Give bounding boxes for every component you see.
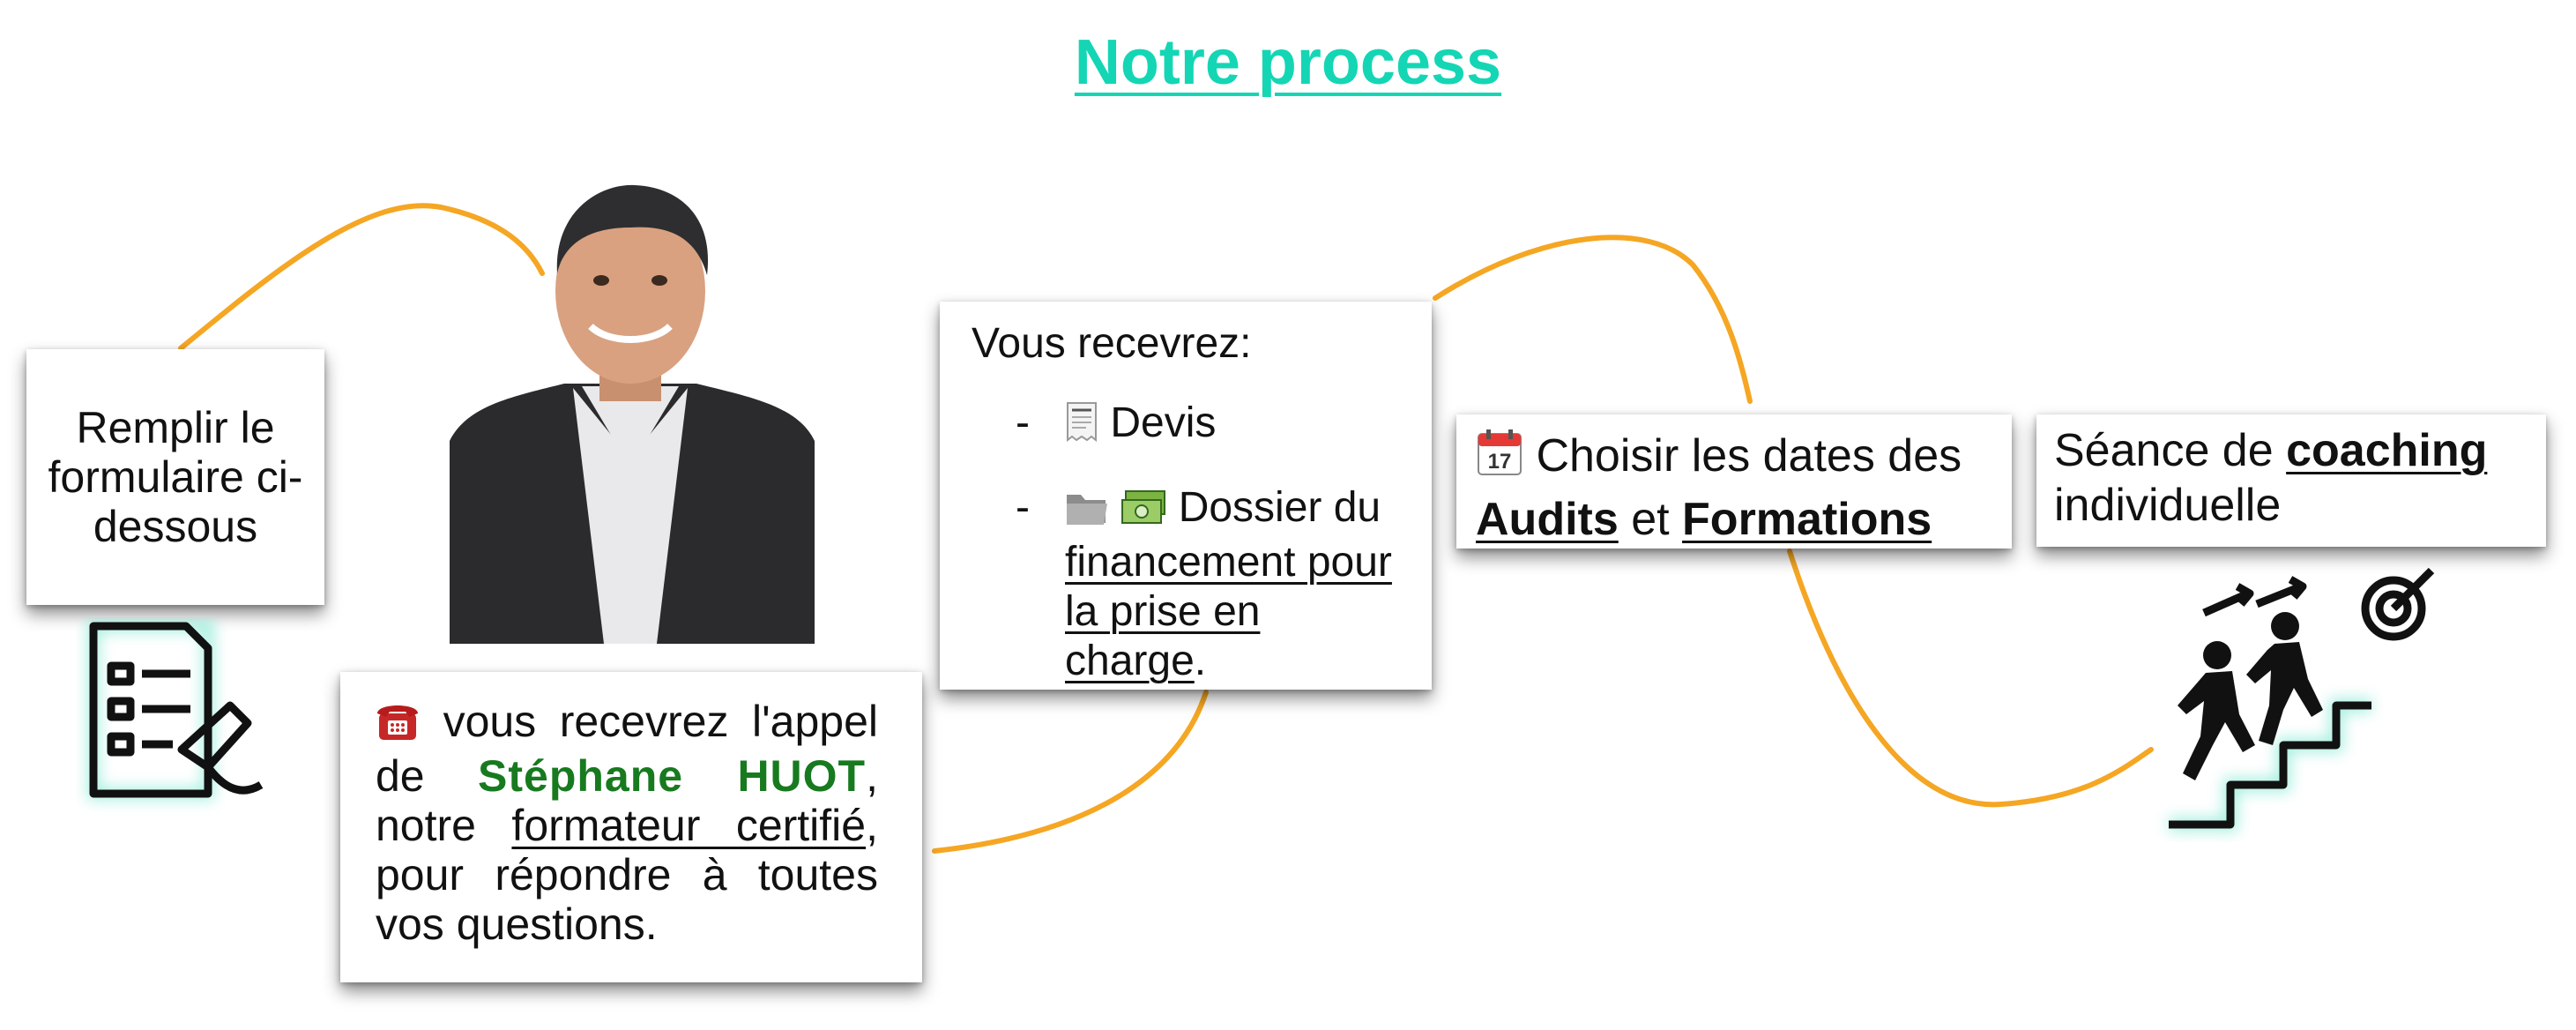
trainer-photo [450,176,815,644]
folder-icon [1065,489,1109,538]
telephone-icon [376,701,420,751]
call-text-comma: , [866,751,878,801]
curve-fill-to-photo [178,203,545,351]
coaching-end: individuelle [2054,480,2282,531]
trainer-name: Stéphane HUOT [478,751,867,801]
step-fill-form-text: Remplir le formulaire ci-dessous [48,403,303,551]
curve-dates-to-coach [1787,549,2154,808]
list-dash: - [1016,399,1030,446]
step-fill-form-card: Remplir le formulaire ci-dessous [26,349,324,605]
calendar-icon: 17 [1476,429,1523,490]
list-dash: - [1016,484,1030,531]
step-receive-card: Vous recevrez: - Devis - [940,302,1432,690]
audits-link[interactable]: Audits [1476,494,1619,545]
receive-item-dossier-end: . [1194,638,1207,684]
banknote-icon [1120,489,1166,538]
stairs-running-target-icon [2151,560,2442,847]
receive-item-devis: - Devis [972,399,1405,453]
call-text-after: , pour répondre à toutes vos questions. [376,801,878,949]
step-dates-card: 17 Choisir les dates des Audits et Forma… [1456,414,2012,549]
curve-receive-to-dates [1433,235,1753,404]
coaching-text: Séance de [2054,425,2274,476]
svg-text:17: 17 [1488,450,1512,474]
certified-trainer-link[interactable]: formateur certifié [511,801,867,850]
coaching-link[interactable]: coaching [2286,425,2488,476]
receive-intro: Vous recevrez: [972,320,1252,367]
step-call-card: vous recevrez l'appel de Stéphane HUOT, … [340,672,922,982]
form-document-icon [76,617,279,825]
dates-text: Choisir les dates des [1536,430,1962,481]
step-coaching-card: Séance de coaching individuelle [2036,414,2546,547]
call-text-notre: notre [376,801,476,850]
call-text-before: vous recevrez l'appel de [376,697,878,801]
receive-item-devis-text: Devis [1110,399,1217,446]
formations-link[interactable]: Formations [1682,494,1932,545]
receipt-icon [1065,401,1098,453]
curve-call-to-receive [932,690,1209,854]
dates-and: et [1631,494,1670,545]
page-title: Notre process [1074,27,1502,98]
financing-link[interactable]: financement pour la prise en charge [1065,539,1392,684]
receive-item-dossier-text: Dossier du [1178,484,1381,531]
receive-item-dossier: - Dossier du financement pour la prise e… [972,483,1405,686]
